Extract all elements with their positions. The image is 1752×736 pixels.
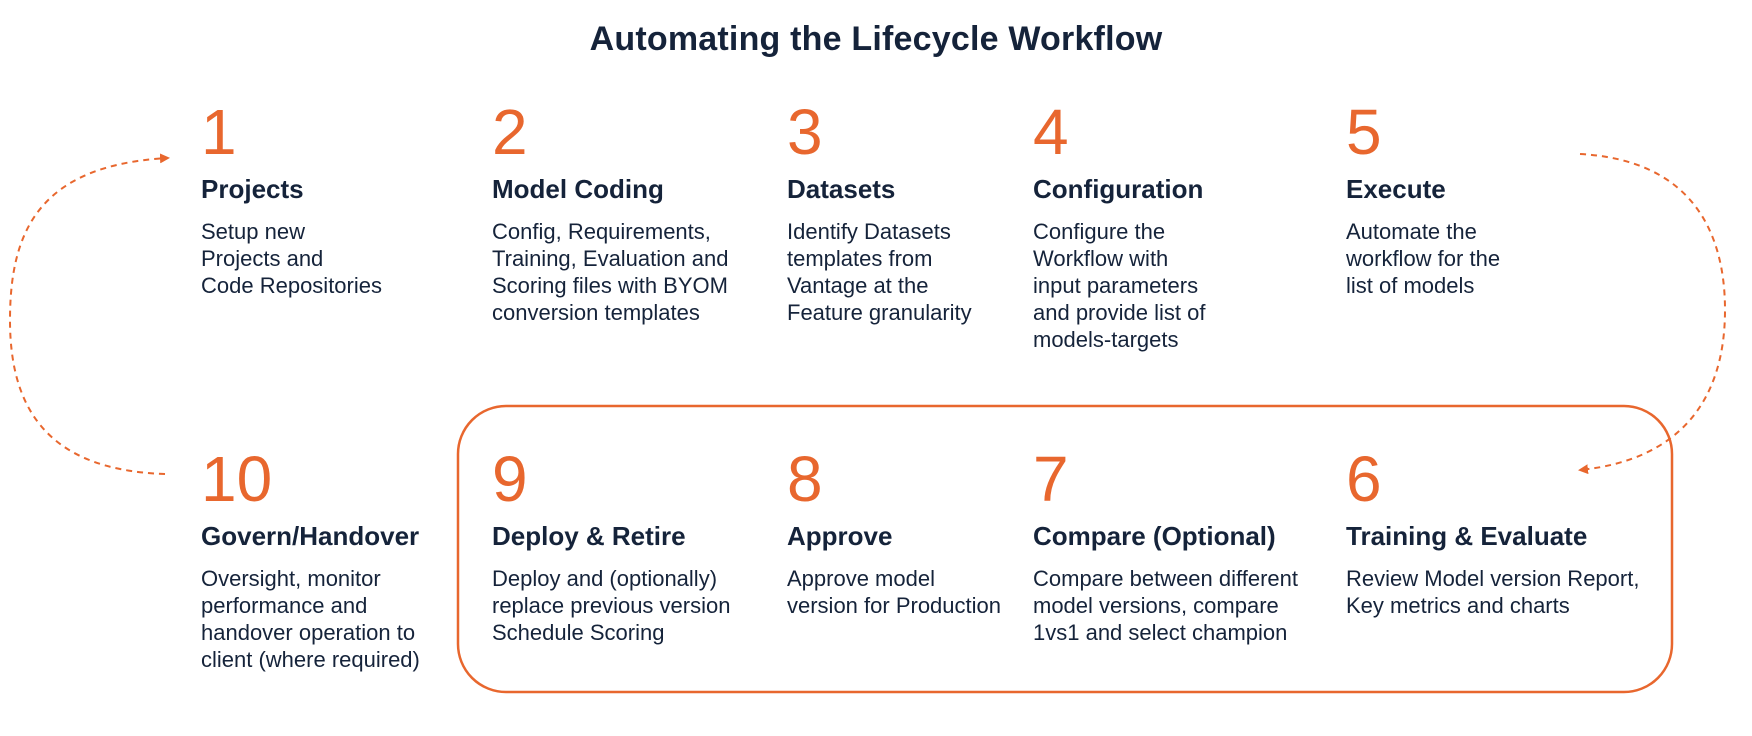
step-description: Setup new Projects and Code Repositories — [201, 219, 382, 298]
step-heading: Approve — [787, 521, 893, 551]
step-number: 7 — [1033, 443, 1069, 515]
step-description: Automate the workflow for the list of mo… — [1346, 219, 1501, 298]
step-number: 4 — [1033, 96, 1069, 168]
step-number: 5 — [1346, 96, 1382, 168]
step-heading: Configuration — [1033, 174, 1204, 204]
step-heading: Training & Evaluate — [1346, 521, 1588, 551]
step-description: Configure the Workflow with input parame… — [1033, 219, 1206, 352]
step-description: Oversight, monitor performance and hando… — [201, 566, 420, 672]
step-heading: Compare (Optional) — [1033, 521, 1276, 551]
step-projects: 1 Projects Setup new Projects and Code R… — [201, 100, 382, 299]
step-description: Compare between different model versions… — [1033, 566, 1298, 645]
step-heading: Model Coding — [492, 174, 664, 204]
step-number: 3 — [787, 96, 823, 168]
step-configuration: 4 Configuration Configure the Workflow w… — [1033, 100, 1205, 353]
iteration-loop-frame — [456, 404, 1674, 694]
step-number: 10 — [201, 443, 273, 515]
forward-arrow — [1578, 153, 1727, 475]
step-datasets: 3 Datasets Identify Datasets templates f… — [787, 100, 972, 326]
step-number: 8 — [787, 443, 823, 515]
step-heading: Projects — [201, 174, 304, 204]
step-heading: Execute — [1346, 174, 1446, 204]
diagram-title: Automating the Lifecycle Workflow — [589, 20, 1163, 58]
step-number: 2 — [492, 96, 528, 168]
step-description: Review Model version Report, Key metrics… — [1346, 566, 1640, 618]
step-model-coding: 2 Model Coding Config, Requirements, Tra… — [492, 100, 728, 326]
loop-back-arrow — [8, 153, 170, 475]
step-number: 9 — [492, 443, 528, 515]
step-approve: 8 Approve Approve model version for Prod… — [787, 447, 1001, 619]
step-compare: 7 Compare (Optional) Compare between dif… — [1033, 447, 1298, 646]
step-number: 6 — [1346, 443, 1382, 515]
step-heading: Deploy & Retire — [492, 521, 686, 551]
step-heading: Datasets — [787, 174, 896, 204]
step-training-evaluate: 6 Training & Evaluate Review Model versi… — [1346, 447, 1639, 619]
step-description: Approve model version for Production — [787, 566, 1001, 618]
step-description: Config, Requirements, Training, Evaluati… — [492, 219, 729, 325]
step-heading: Govern/Handover — [201, 521, 420, 551]
step-description: Deploy and (optionally) replace previous… — [492, 566, 731, 645]
step-number: 1 — [201, 96, 237, 168]
step-deploy-retire: 9 Deploy & Retire Deploy and (optionally… — [492, 447, 730, 646]
step-execute: 5 Execute Automate the workflow for the … — [1346, 100, 1500, 299]
step-govern-handover: 10 Govern/Handover Oversight, monitor pe… — [201, 447, 420, 673]
step-description: Identify Datasets templates from Vantage… — [787, 219, 972, 325]
